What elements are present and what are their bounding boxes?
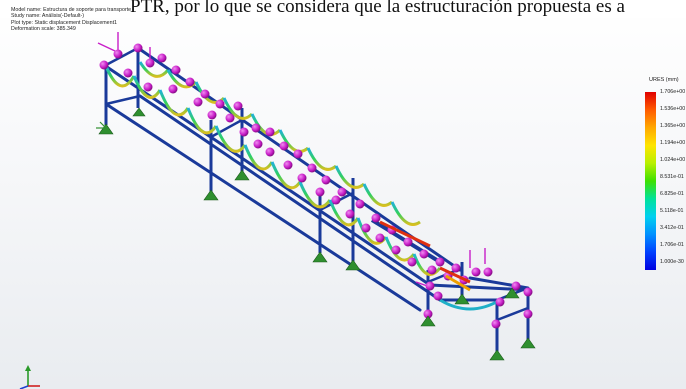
legend-label: 1.706e+00 xyxy=(660,89,686,95)
model-name-label: Model name: Estructura de soporte para t… xyxy=(11,7,132,13)
load-point xyxy=(523,309,533,319)
load-point xyxy=(168,84,178,94)
load-point xyxy=(451,263,461,273)
load-point xyxy=(337,187,347,197)
load-point xyxy=(375,233,385,243)
load-markers xyxy=(97,32,533,329)
load-point xyxy=(495,297,505,307)
load-point xyxy=(307,163,317,173)
deformed-members xyxy=(104,61,501,311)
load-point xyxy=(215,99,225,109)
legend-label: 5.118e-01 xyxy=(660,208,684,214)
load-point xyxy=(123,68,133,78)
load-point xyxy=(423,309,433,319)
load-point xyxy=(113,49,123,59)
load-point xyxy=(331,195,341,205)
load-point xyxy=(511,281,521,291)
document-text-line: PTR, por lo que se considera que la estr… xyxy=(0,0,686,18)
load-point xyxy=(193,97,203,107)
legend-label: 8.531e-01 xyxy=(660,174,684,180)
high-displacement-region xyxy=(379,220,471,292)
legend-label: 1.194e+00 xyxy=(660,140,686,146)
load-point xyxy=(253,139,263,149)
legend-label: 1.706e-01 xyxy=(660,242,684,248)
legend-title: URES (mm) xyxy=(649,77,679,83)
legend-label: 1.000e-30 xyxy=(660,259,684,265)
truss-beams xyxy=(102,46,532,312)
load-point xyxy=(321,175,331,185)
load-point xyxy=(419,249,429,259)
load-point xyxy=(157,53,167,63)
fixed-support-icon xyxy=(98,107,536,361)
load-point xyxy=(345,209,355,219)
top-chord-front xyxy=(102,63,432,287)
color-scale-bar xyxy=(645,92,656,270)
load-point xyxy=(427,265,437,275)
load-point xyxy=(283,160,293,170)
load-point xyxy=(143,82,153,92)
load-point xyxy=(425,281,435,291)
load-point xyxy=(491,319,501,329)
load-point xyxy=(239,127,249,137)
load-point xyxy=(185,77,195,87)
load-arrow-icon xyxy=(97,32,486,289)
load-point xyxy=(435,257,445,267)
load-point xyxy=(265,127,275,137)
load-point xyxy=(471,267,481,277)
load-point xyxy=(99,60,109,70)
load-point xyxy=(171,65,181,75)
legend-label: 3.412e-01 xyxy=(660,225,684,231)
load-point xyxy=(207,110,217,120)
triad-icon xyxy=(19,365,40,389)
load-point xyxy=(371,213,381,223)
load-point xyxy=(233,101,243,111)
load-point xyxy=(483,267,493,277)
load-point xyxy=(297,173,307,183)
load-point xyxy=(225,113,235,123)
load-point xyxy=(200,89,210,99)
legend-label: 1.536e+00 xyxy=(660,106,686,112)
legend-labels: 1.706e+00 1.536e+00 1.365e+00 1.194e+00 … xyxy=(660,89,686,269)
legend-label: 1.024e+00 xyxy=(660,157,686,163)
load-point xyxy=(145,58,155,68)
load-point xyxy=(361,223,371,233)
load-point xyxy=(265,147,275,157)
study-info: Model name: Estructura de soporte para t… xyxy=(11,7,131,32)
legend-label: 6.825e-01 xyxy=(660,191,684,197)
deformation-scale-label: Deformation scale: 385.349 xyxy=(11,25,76,32)
plot-type-label: Plot type: Static displacement Displacem… xyxy=(11,19,117,26)
load-point xyxy=(407,257,417,267)
bottom-chord-front xyxy=(104,102,422,312)
legend-label: 1.365e+00 xyxy=(660,123,686,129)
load-point xyxy=(523,287,533,297)
load-point xyxy=(355,199,365,209)
study-name-label: Study name: Análisis(-Default-) xyxy=(11,13,85,20)
support-columns xyxy=(104,48,530,352)
load-point xyxy=(391,245,401,255)
load-point xyxy=(403,237,413,247)
load-point xyxy=(433,291,443,301)
load-point xyxy=(315,187,325,197)
bottom-chord-rear xyxy=(138,94,442,302)
load-point xyxy=(279,141,289,151)
load-point xyxy=(133,43,143,53)
load-point xyxy=(251,123,261,133)
fixtures xyxy=(96,107,536,361)
load-point xyxy=(293,149,303,159)
